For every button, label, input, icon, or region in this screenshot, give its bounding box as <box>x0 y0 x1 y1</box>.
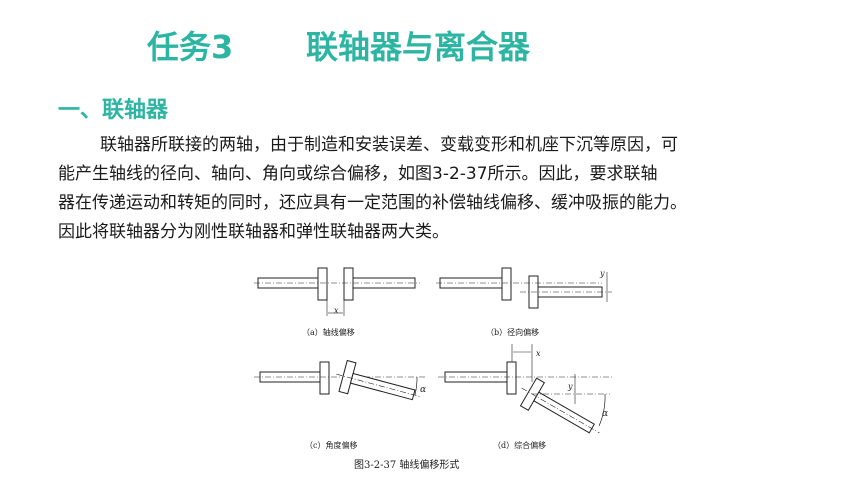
symbol-x: x <box>536 349 541 358</box>
misalignment-diagram: x y α x y α <box>254 267 612 434</box>
body-paragraph: 联轴器所联接的两轴，由于制造和安装误差、变载变形和机座下沉等原因，可 能产生轴线… <box>58 131 818 247</box>
subcaption-b: （b）径向偏移 <box>486 328 540 337</box>
subcaption-a: （a）轴线偏移 <box>302 328 355 337</box>
diagram-angular-offset <box>254 359 425 401</box>
figure-caption: 图3-2-37 轴线偏移形式 <box>354 460 460 471</box>
task-name: 联轴器与离合器 <box>306 28 531 66</box>
subcaption-d: （d）综合偏移 <box>493 441 547 450</box>
shaft-misalignment-figure: x y α x y α （a）轴线偏移 （b）径向偏移 （c）角度偏移 （d）综… <box>250 264 618 474</box>
slide-title: 任务3 联轴器与离合器 <box>0 22 860 66</box>
symbol-x: x <box>334 306 339 315</box>
section-heading: 一、联轴器 <box>58 98 169 123</box>
symbol-y: y <box>599 269 605 278</box>
symbol-alpha: α <box>602 409 608 419</box>
paragraph-line: 器在传递运动和转矩的同时，还应具有一定范围的补偿轴线偏移、缓冲吸振的能力。 <box>58 193 687 213</box>
symbol-alpha: α <box>420 385 426 395</box>
symbol-y: y <box>567 382 573 391</box>
paragraph-line: 因此将联轴器分为刚性联轴器和弹性联轴器两大类。 <box>58 222 449 242</box>
diagram-radial-offset <box>436 267 612 309</box>
paragraph-line: 联轴器所联接的两轴，由于制造和安装误差、变载变形和机座下沉等原因，可 <box>100 135 678 155</box>
task-number: 任务3 <box>147 28 234 66</box>
paragraph-line: 能产生轴线的径向、轴向、角向或综合偏移，如图3-2-37所示。因此，要求联轴 <box>58 164 658 184</box>
diagram-axial-offset <box>254 267 420 316</box>
subcaption-c: （c）角度偏移 <box>305 441 358 450</box>
diagram-combined-offset <box>438 344 612 434</box>
